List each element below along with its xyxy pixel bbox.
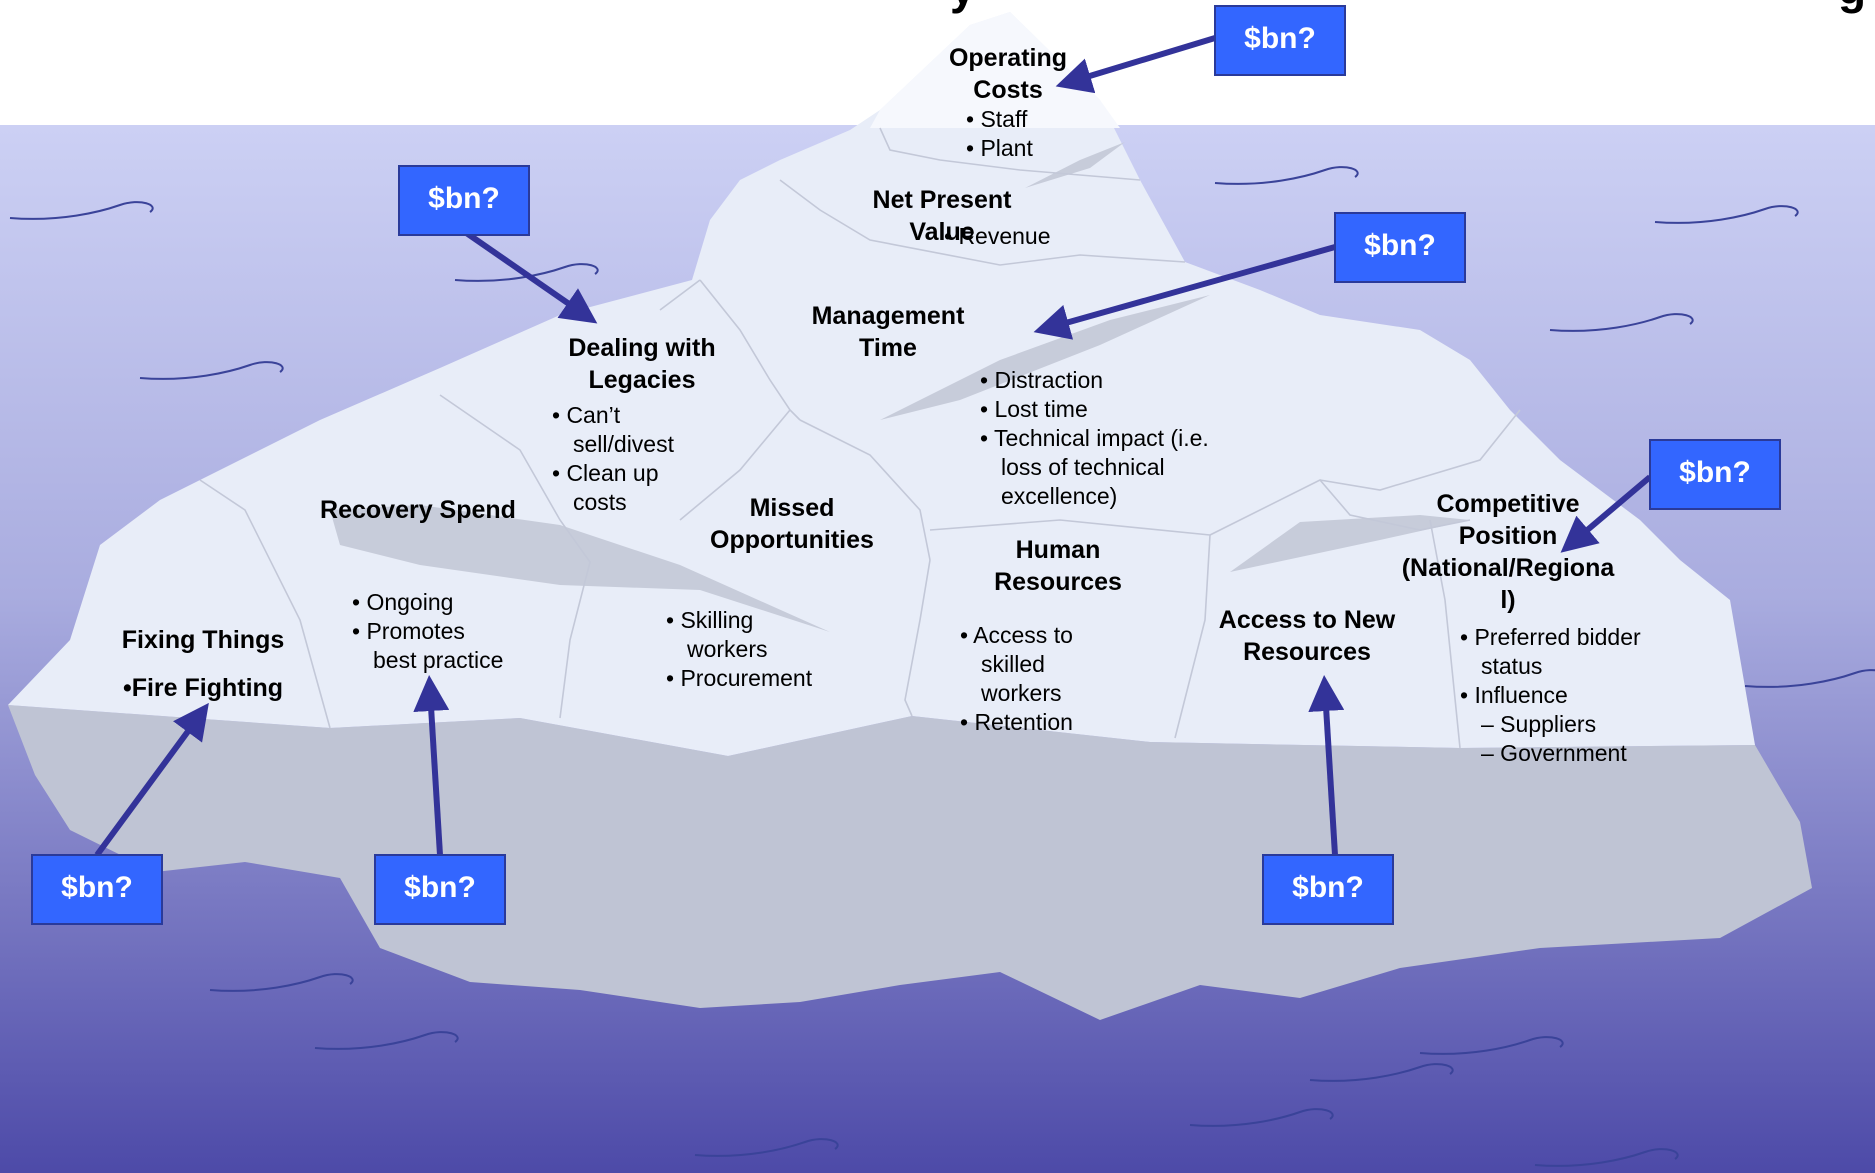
svg-text:• Staff: • Staff	[966, 106, 1028, 132]
svg-text:• Influence: • Influence	[1460, 682, 1568, 708]
arrows	[94, 35, 1652, 857]
svg-text:• Revenue: • Revenue	[944, 223, 1051, 249]
region-recovery-spend: Recovery Spend • Ongoing • Promotes best…	[320, 496, 516, 673]
region-management-time: Management Time • Distraction • Lost tim…	[812, 302, 1209, 509]
badge-operating-costs: $bn?	[1214, 5, 1346, 76]
svg-text:– Government: – Government	[1481, 740, 1627, 766]
svg-text:Resources: Resources	[994, 568, 1122, 596]
svg-text:workers: workers	[980, 680, 1062, 706]
svg-text:costs: costs	[573, 489, 627, 515]
svg-text:(National/Regiona: (National/Regiona	[1402, 554, 1616, 582]
svg-text:Opportunities: Opportunities	[710, 526, 874, 554]
svg-text:• Clean up: • Clean up	[552, 460, 659, 486]
svg-text:• Technical impact (i.e.: • Technical impact (i.e.	[980, 425, 1209, 451]
svg-text:$bn?: $bn?	[404, 871, 476, 904]
svg-text:$bn?: $bn?	[1244, 22, 1316, 55]
region-missed-opportunities: Missed Opportunities • Skilling workers …	[666, 494, 874, 691]
svg-text:Recovery Spend: Recovery Spend	[320, 496, 516, 524]
svg-text:Legacies: Legacies	[588, 366, 695, 394]
iceberg-underwater	[8, 705, 1812, 1020]
svg-text:Access to New: Access to New	[1219, 606, 1396, 634]
water-waves	[9, 166, 1875, 1167]
svg-text:• Ongoing: • Ongoing	[352, 589, 453, 615]
region-dealing-with-legacies: Dealing with Legacies • Can’t sell/dives…	[552, 334, 716, 515]
svg-text:– Suppliers: – Suppliers	[1481, 711, 1596, 737]
iceberg-above-water	[8, 12, 1755, 756]
arrow-fixing-things	[94, 702, 209, 857]
svg-text:best practice: best practice	[373, 647, 503, 673]
region-operating-costs: Operating Costs • Staff • Plant	[949, 44, 1067, 161]
arrow-new-resources	[1308, 675, 1345, 856]
svg-text:Time: Time	[859, 334, 917, 362]
svg-text:status: status	[1481, 653, 1542, 679]
svg-text:• Can’t: • Can’t	[552, 402, 621, 428]
arrow-recovery-spend	[413, 675, 450, 856]
title-fragment-left: y	[950, 0, 976, 14]
svg-text:•Fire Fighting: •Fire Fighting	[123, 674, 283, 702]
ice-shadow-3	[1230, 515, 1470, 572]
svg-text:Value: Value	[909, 218, 974, 246]
badge-competitive-position: $bn?	[1649, 439, 1781, 510]
svg-text:$bn?: $bn?	[428, 182, 500, 215]
svg-text:• Promotes: • Promotes	[352, 618, 465, 644]
svg-text:Human: Human	[1016, 536, 1101, 564]
region-competitive-position: Competitive Position (National/Regiona l…	[1402, 490, 1641, 766]
svg-text:Missed: Missed	[750, 494, 835, 522]
svg-text:Net Present: Net Present	[873, 186, 1013, 214]
arrow-competitive-position	[1560, 474, 1652, 553]
svg-text:excellence): excellence)	[1001, 483, 1117, 509]
region-access-to-new-resources: Access to New Resources	[1219, 606, 1396, 666]
svg-text:Fixing Things: Fixing Things	[122, 626, 285, 654]
svg-text:$bn?: $bn?	[1364, 229, 1436, 262]
ice-shadow-4	[1025, 142, 1125, 188]
svg-text:$bn?: $bn?	[1679, 456, 1751, 489]
svg-text:Operating: Operating	[949, 44, 1067, 72]
svg-text:• Procurement: • Procurement	[666, 665, 813, 691]
arrow-management-time	[1033, 244, 1336, 340]
svg-text:workers: workers	[686, 636, 768, 662]
svg-text:$bn?: $bn?	[1292, 871, 1364, 904]
region-net-present-value: Net Present Value • Revenue	[873, 186, 1051, 249]
svg-text:• Retention: • Retention	[960, 709, 1073, 735]
svg-text:Costs: Costs	[973, 76, 1042, 104]
svg-text:Position: Position	[1459, 522, 1558, 550]
svg-text:Management: Management	[812, 302, 965, 330]
svg-text:$bn?: $bn?	[61, 871, 133, 904]
badge-recovery-spend: $bn?	[374, 854, 506, 925]
ice-shadow-1	[330, 505, 830, 632]
svg-text:• Lost time: • Lost time	[980, 396, 1088, 422]
svg-text:• Access to: • Access to	[960, 622, 1073, 648]
ice-shadow-2	[880, 295, 1210, 420]
badge-management-time: $bn?	[1334, 212, 1466, 283]
arrow-operating-costs	[1055, 35, 1216, 94]
svg-text:loss of technical: loss of technical	[1001, 454, 1165, 480]
svg-text:Competitive: Competitive	[1436, 490, 1579, 518]
svg-text:• Distraction: • Distraction	[980, 367, 1103, 393]
svg-text:l): l)	[1500, 586, 1515, 614]
ice-cracks	[199, 127, 1521, 749]
svg-text:Resources: Resources	[1243, 638, 1371, 666]
svg-text:• Preferred bidder: • Preferred bidder	[1460, 624, 1641, 650]
svg-text:Dealing with: Dealing with	[568, 334, 715, 362]
region-human-resources: Human Resources • Access to skilled work…	[960, 536, 1122, 735]
arrow-legacies	[463, 229, 598, 324]
region-fixing-things: Fixing Things •Fire Fighting	[122, 626, 285, 702]
title-fragment-right: g	[1838, 0, 1866, 14]
badge-fixing-things: $bn?	[31, 854, 163, 925]
svg-text:• Skilling: • Skilling	[666, 607, 753, 633]
badge-new-resources: $bn?	[1262, 854, 1394, 925]
ice-top-white	[870, 12, 1120, 128]
badge-legacies: $bn?	[398, 165, 530, 236]
svg-text:• Plant: • Plant	[966, 135, 1033, 161]
svg-text:sell/divest: sell/divest	[573, 431, 675, 457]
svg-text:skilled: skilled	[981, 651, 1045, 677]
